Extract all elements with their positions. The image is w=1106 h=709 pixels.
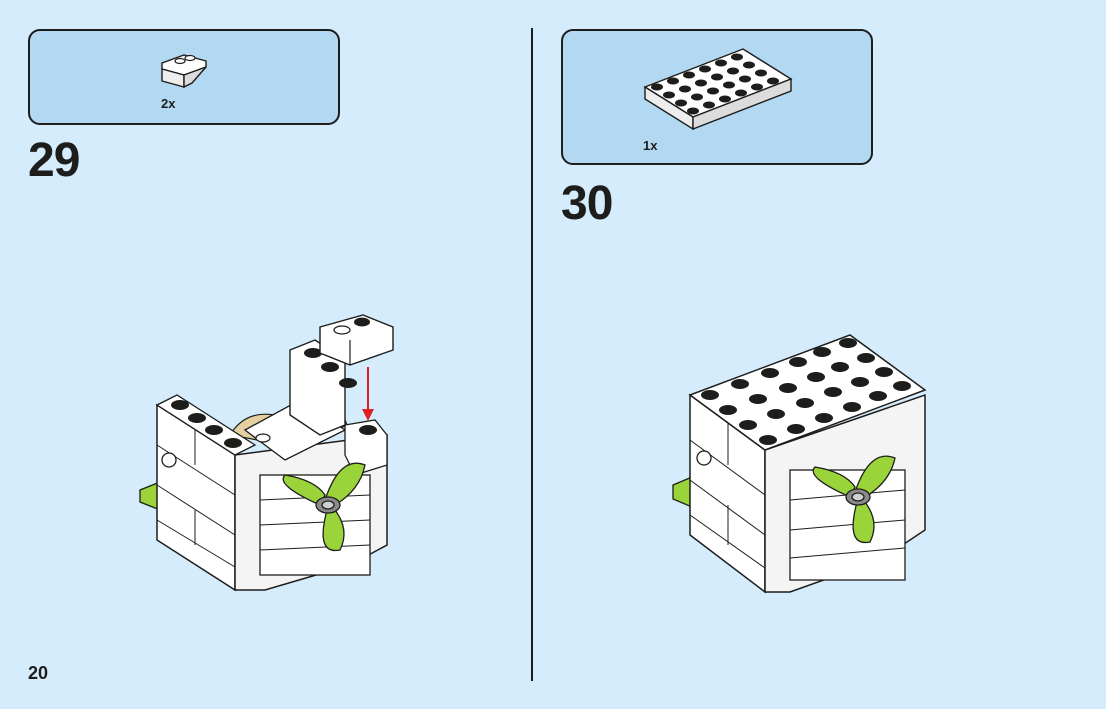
step-30-model-illustration xyxy=(670,330,935,600)
part-quantity: 1x xyxy=(643,138,657,153)
parts-callout-step-29: 2x xyxy=(28,29,340,125)
step-divider xyxy=(531,28,533,681)
page-number: 20 xyxy=(28,663,48,684)
part-quantity: 2x xyxy=(161,96,175,111)
plate-4x6-icon xyxy=(643,45,795,135)
step-number: 29 xyxy=(28,133,79,188)
step-number: 30 xyxy=(561,176,612,231)
inverted-slope-brick-icon xyxy=(158,49,212,91)
parts-callout-step-30: 1x xyxy=(561,29,873,165)
step-29-model-illustration xyxy=(135,305,400,600)
